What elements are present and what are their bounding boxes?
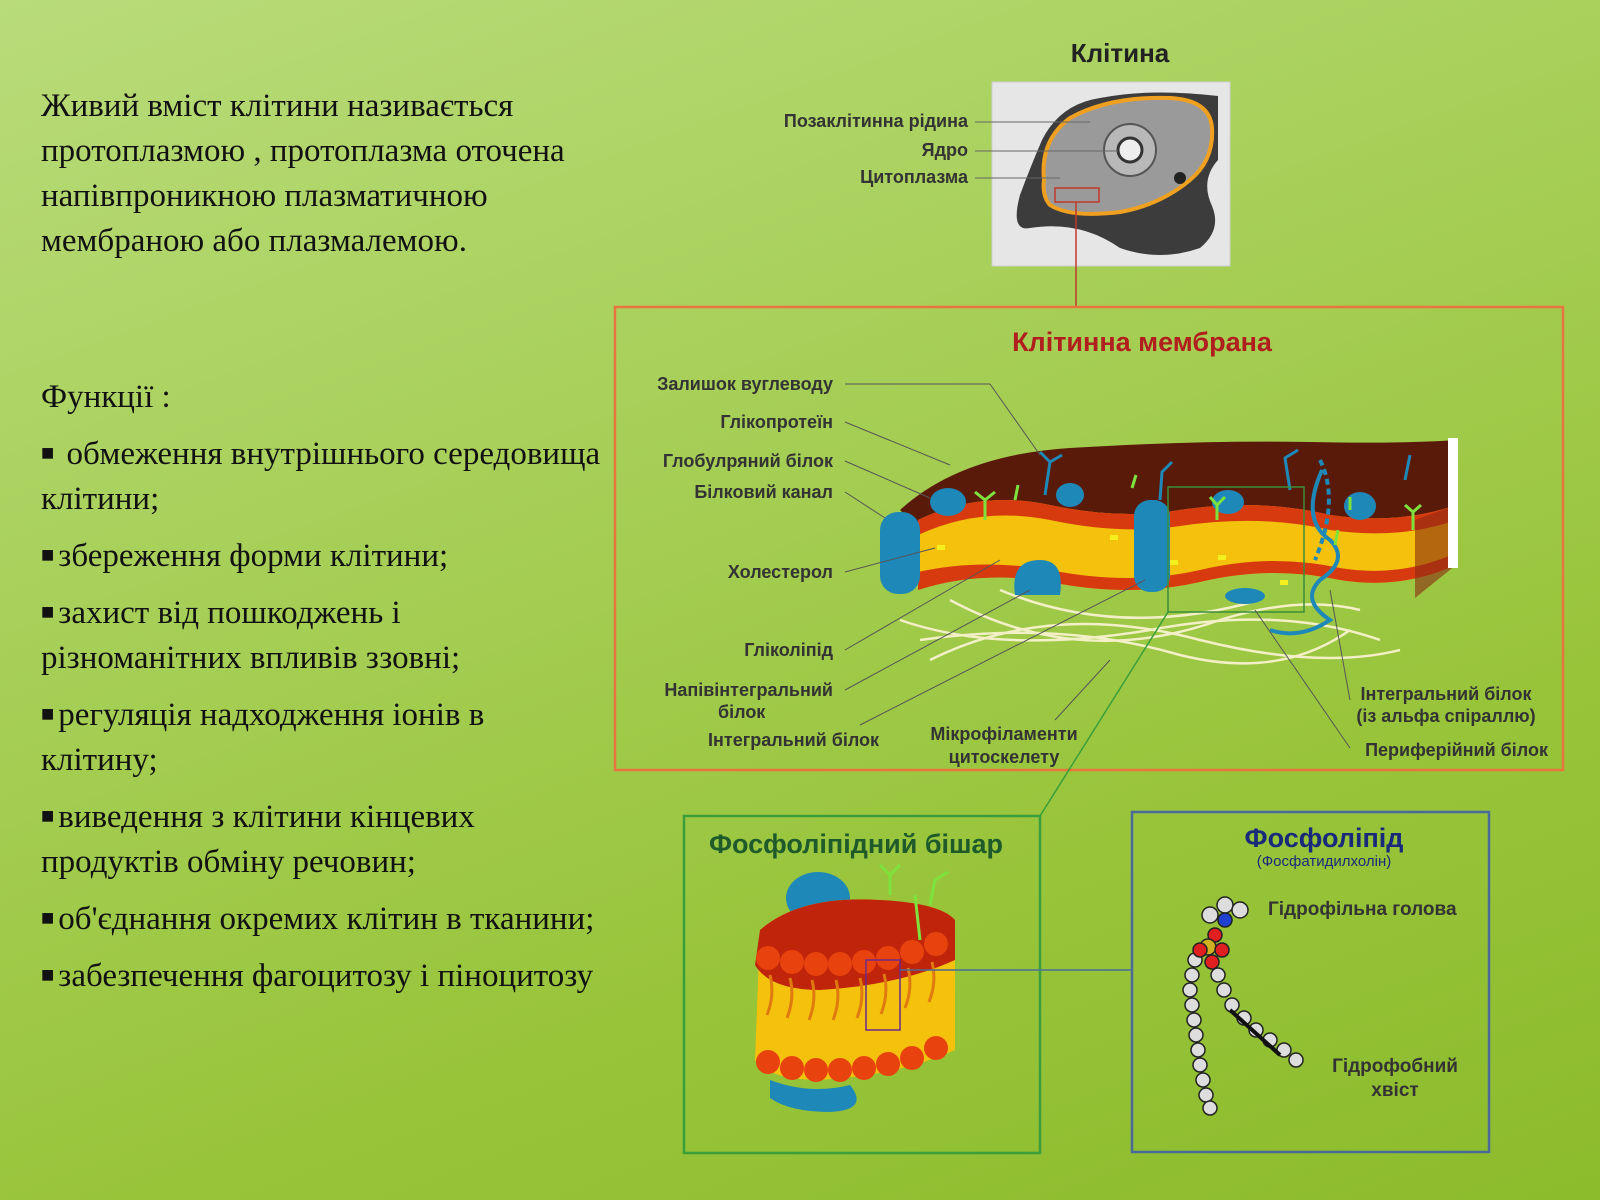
bilayer-protein-bottom (770, 1080, 857, 1112)
phospholipid-panel: Фосфоліпід (Фосфатидилхолін) (1132, 812, 1489, 1152)
cell-panel: Клітина Позаклітинна рідина Ядро Цитопла… (784, 38, 1230, 306)
nucleolus-icon (1118, 138, 1142, 162)
label-microfilaments-2: цитоскелету (949, 747, 1060, 767)
protein-channel (880, 512, 920, 594)
label-nucleus: Ядро (922, 140, 968, 160)
label-integral-alpha-2: (із альфа спіраллю) (1356, 706, 1535, 726)
bilayer-panel: Фосфоліпідний бішар (684, 816, 1132, 1153)
phospholipid-molecule (1183, 897, 1303, 1115)
label-hydrophilic-head: Гідрофільна голова (1268, 899, 1457, 920)
membrane-panel: Клітинна мембрана (615, 307, 1563, 770)
membrane-title: Клітинна мембрана (1012, 327, 1273, 357)
cell-title: Клітина (1071, 38, 1170, 68)
integral-protein (1134, 500, 1170, 592)
label-cholesterol: Холестерол (728, 562, 833, 582)
label-peripheral-protein: Периферійний білок (1365, 740, 1549, 760)
label-hydrophobic-tail: Гідрофобний (1332, 1056, 1458, 1077)
label-extracellular: Позаклітинна рідина (784, 111, 969, 131)
label-semi-integral-2: білок (718, 702, 766, 722)
cytoskeleton-filaments (900, 590, 1400, 663)
label-integral-protein: Інтегральний білок (708, 730, 880, 750)
phospholipid-title: Фосфоліпід (1245, 823, 1404, 853)
label-protein-channel: Білковий канал (694, 482, 833, 502)
label-glycoprotein: Глікопротеїн (720, 412, 833, 432)
bilayer-title: Фосфоліпідний бішар (709, 829, 1003, 859)
label-cytoplasm: Цитоплазма (860, 167, 969, 187)
label-integral-alpha: Інтегральний білок (1360, 684, 1532, 704)
globular-protein (930, 488, 966, 516)
label-glycolipid: Гліколіпід (744, 640, 833, 660)
label-globular-protein: Глобулряний білок (663, 451, 834, 471)
label-carbohydrate: Залишок вуглеводу (657, 374, 833, 394)
phospholipid-subtitle: (Фосфатидилхолін) (1257, 853, 1391, 870)
label-microfilaments: Мікрофіламенти (930, 724, 1077, 744)
label-hydrophobic-tail-2: хвіст (1371, 1080, 1418, 1101)
label-semi-integral: Напівінтегральний (664, 680, 833, 700)
peripheral-protein (1225, 588, 1265, 604)
